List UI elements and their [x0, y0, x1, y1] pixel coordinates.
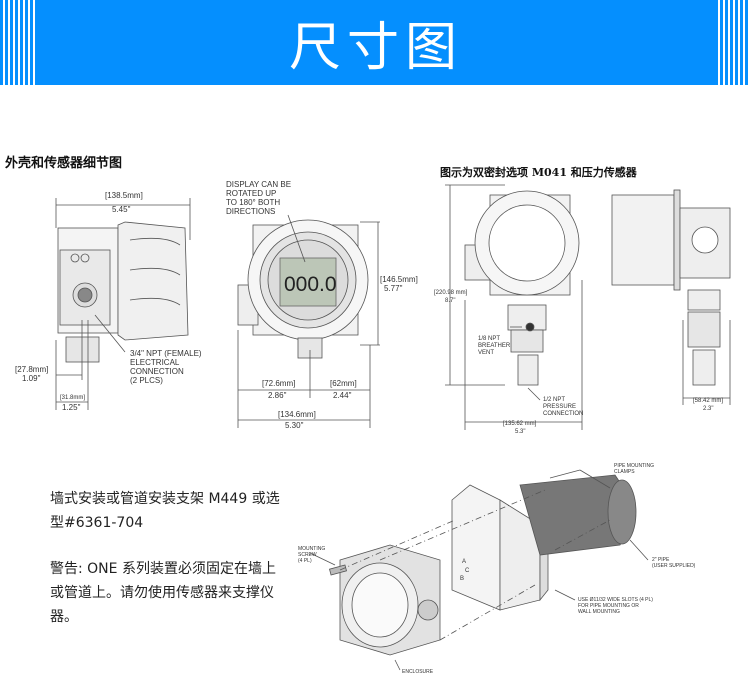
pipe-label-line: 2" PIPE	[652, 557, 670, 563]
pressure-label-line: CONNECTION	[543, 411, 583, 417]
title-banner: 尺寸图	[0, 0, 750, 85]
pressure-label-line: 1/2 NPT	[543, 397, 565, 403]
side-width-mm: [138.5mm]	[105, 191, 143, 200]
dim-a-mm: [27.8mm]	[15, 365, 48, 374]
display-note-line: TO 180° BOTH	[226, 198, 280, 207]
m041-width-in: 5.3"	[515, 429, 525, 435]
dim-d-in: 2.44"	[333, 391, 352, 400]
m041-height-in: 8.7"	[445, 298, 455, 304]
clamps-label-line: PIPE MOUNTING	[614, 463, 654, 469]
m041-width-mm: [135.62 mm]	[503, 421, 537, 427]
m041-side-view	[611, 189, 731, 386]
hole-label-c: C	[465, 568, 470, 574]
conn-label-line: (2 PLCS)	[130, 376, 163, 385]
hole-label-a: A	[462, 559, 466, 565]
side-width-in: 5.45"	[112, 205, 131, 214]
screw-label-line: MOUNTING	[298, 546, 325, 552]
title-banner-core: 尺寸图	[35, 0, 717, 85]
conn-label-line: 3/4" NPT (FEMALE)	[130, 349, 202, 358]
side-view-housing	[57, 221, 189, 363]
mounting-bracket-diagram	[309, 469, 649, 671]
dim-d-mm: [62mm]	[330, 379, 357, 388]
front-width-in: 5.30"	[285, 421, 304, 430]
height-in: 5.77"	[384, 284, 403, 293]
height-mm: [146.5mm]	[380, 275, 418, 284]
m041-height-mm: [220.98 mm]	[434, 290, 468, 296]
conn-label-line: ELECTRICAL	[130, 358, 180, 367]
m041-heading: 图示为双密封选项 M041 和压力传感器	[440, 166, 637, 179]
m041-front-view	[464, 190, 580, 386]
dim-c-mm: [72.6mm]	[262, 379, 295, 388]
mounting-notes: 墙式安装或管道安装支架 M449 或选型#6361-704 警告: ONE 系列…	[50, 487, 280, 629]
clamps-label-line: CLAMPS	[614, 469, 635, 475]
pressure-label-line: PRESSURE	[543, 404, 576, 410]
pipe-label-line: (USER SUPPLIED)	[652, 563, 696, 569]
mounting-title: 墙式安装或管道安装支架 M449 或选型#6361-704	[50, 491, 280, 531]
display-note-line: ROTATED UP	[226, 189, 276, 198]
vent-label-line: VENT	[478, 350, 494, 356]
display-note-line: DISPLAY CAN BE	[226, 180, 291, 189]
hole-label-b: B	[460, 576, 464, 582]
dim-b-in: 1.25"	[62, 403, 81, 412]
housing-heading: 外壳和传感器细节图	[5, 156, 123, 171]
screw-label-line: (4 PL)	[298, 558, 312, 564]
display-value: 000.0	[284, 273, 337, 296]
slots-label-line: FOR PIPE MOUNTING OR	[578, 603, 639, 609]
conn-label-line: CONNECTION	[130, 367, 184, 376]
front-view-housing	[237, 219, 369, 359]
mounting-warning: 警告: ONE 系列装置必须固定在墙上或管道上。请勿使用传感器来支撑仪器。	[50, 561, 276, 625]
enclosure-label: ENCLOSURE	[402, 669, 434, 675]
m041-side-width-mm: [58.42 mm]	[693, 398, 723, 404]
slots-label-line: WALL MOUNTING	[578, 609, 620, 615]
dim-c-in: 2.86"	[268, 391, 287, 400]
dim-b-mm: [31.8mm]	[60, 395, 85, 401]
display-note-line: DIRECTIONS	[226, 207, 275, 216]
front-width-mm: [134.6mm]	[278, 410, 316, 419]
dim-a-in: 1.09"	[22, 374, 41, 383]
screw-label-line: SCREW	[298, 552, 317, 558]
vent-label-line: BREATHER	[478, 343, 511, 349]
slots-label-line: USE Ø11/32 WIDE SLOTS (4 PL)	[578, 597, 653, 603]
m041-side-width-in: 2.3"	[703, 406, 713, 412]
page-title: 尺寸图	[288, 18, 463, 78]
vent-label-line: 1/8 NPT	[478, 336, 500, 342]
